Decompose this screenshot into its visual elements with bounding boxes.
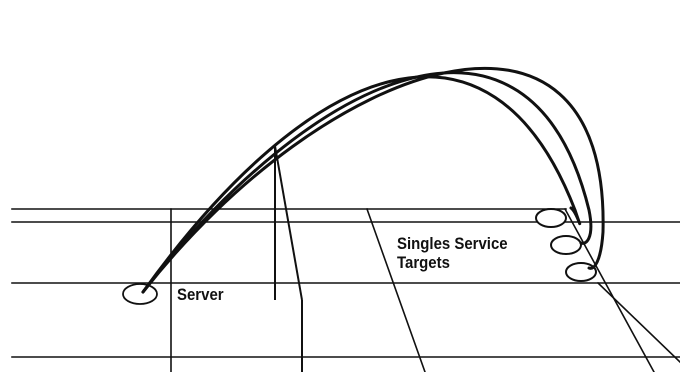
service-line-receiver-side <box>365 207 426 372</box>
target-ellipse-2 <box>550 235 582 255</box>
targets-label-line-1: Singles Service <box>397 234 508 253</box>
baseline-receiver-2 <box>596 281 680 364</box>
court <box>11 207 680 372</box>
net <box>274 145 303 372</box>
serve-trajectories <box>141 66 605 294</box>
trajectory-2 <box>141 71 593 294</box>
server-ellipse <box>122 283 158 305</box>
targets-label-line-2: Targets <box>397 253 450 272</box>
target-ellipse-3 <box>565 262 597 282</box>
server-label: Server <box>177 285 224 304</box>
net-top-tape <box>274 145 303 301</box>
trajectory-1 <box>141 75 582 294</box>
trajectory-3 <box>141 66 605 294</box>
baseline-receiver-1 <box>563 207 655 372</box>
target-ellipse-1 <box>535 208 567 228</box>
service-targets <box>535 208 597 282</box>
server-spot <box>122 283 158 305</box>
